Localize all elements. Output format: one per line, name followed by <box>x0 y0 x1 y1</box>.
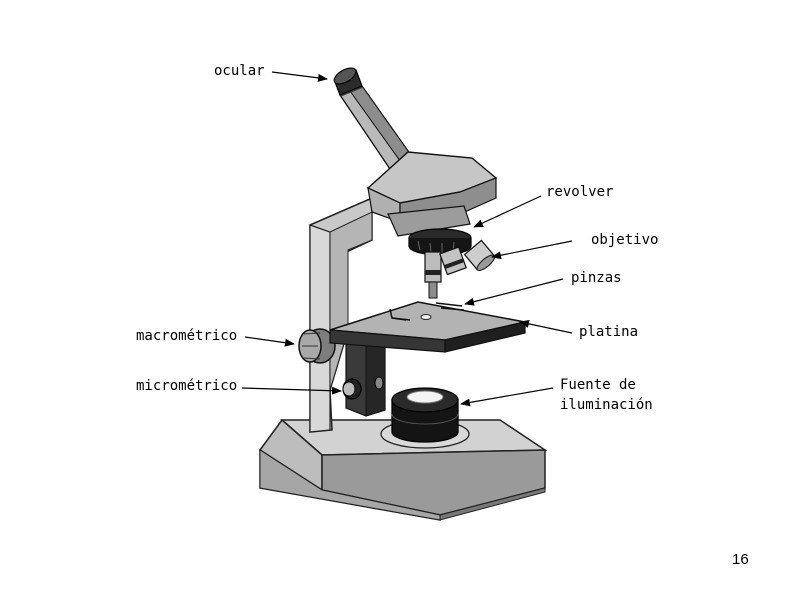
objective-lenses <box>424 239 496 299</box>
page-number: 16 <box>732 551 749 568</box>
arrow-objetivo <box>491 240 573 260</box>
arrow-pinzas <box>464 278 564 306</box>
label-fuente-line2: iluminación <box>560 397 653 413</box>
label-macrometrico: macrométrico <box>136 328 238 344</box>
label-pinzas: pinzas <box>571 270 622 286</box>
microscope-stage <box>329 301 526 353</box>
stage-clips <box>389 302 465 321</box>
coarse-focus-knob <box>298 328 336 364</box>
label-arrows <box>241 71 573 407</box>
arrow-micrometrico <box>241 386 342 395</box>
eyepiece-tube <box>333 67 414 173</box>
label-revolver: revolver <box>546 184 614 200</box>
microscope-base <box>258 418 548 521</box>
label-fuente-line1: Fuente de <box>560 377 636 393</box>
arrow-revolver <box>473 195 542 228</box>
label-objetivo: objetivo <box>591 232 659 248</box>
arrow-platina <box>519 319 573 334</box>
microscope-head <box>366 151 498 237</box>
arrow-macrometrico <box>244 336 295 347</box>
label-micrometrico: micrométrico <box>136 378 238 394</box>
light-source <box>380 387 470 449</box>
label-ocular: ocular <box>214 63 265 79</box>
arrow-ocular <box>271 71 328 82</box>
fine-focus-knob <box>342 376 384 400</box>
label-platina: platina <box>579 324 639 340</box>
nosepiece-revolver <box>408 228 472 256</box>
arrow-fuente <box>460 387 554 407</box>
